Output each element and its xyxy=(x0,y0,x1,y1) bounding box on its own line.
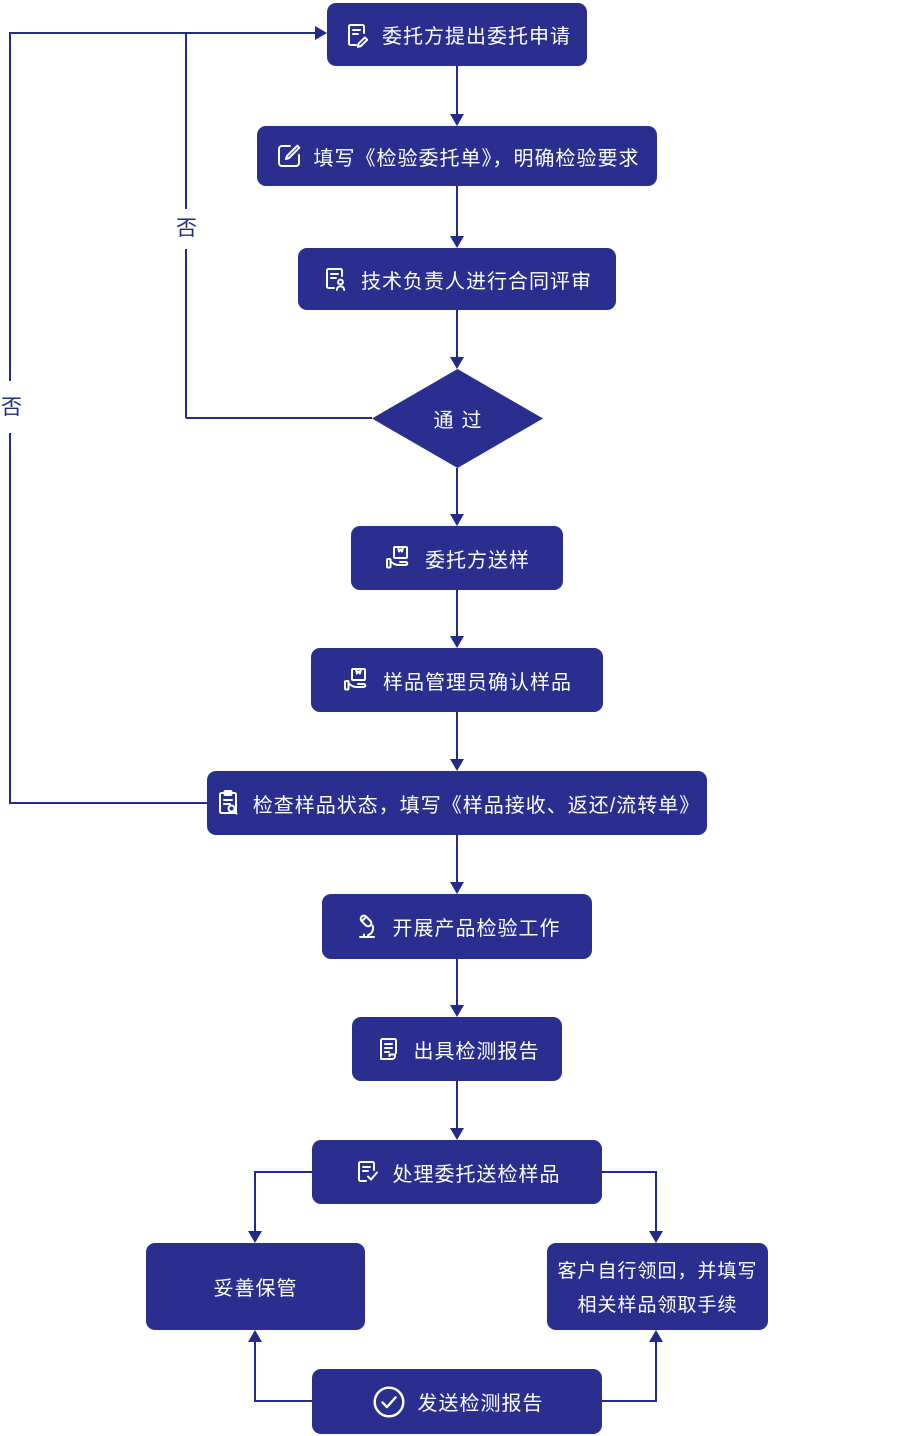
node-issue-report: 出具检测报告 xyxy=(352,1017,562,1081)
node-send-sample: 委托方送样 xyxy=(351,526,563,590)
node-label: 发送检测报告 xyxy=(417,1393,544,1415)
arrowhead-down-icon xyxy=(450,1128,464,1140)
connector-line xyxy=(456,1081,458,1129)
doc-person-icon xyxy=(322,265,350,293)
node-send-report: 发送检测报告 xyxy=(312,1369,602,1434)
connector-line xyxy=(456,835,458,883)
edit-square-icon xyxy=(275,142,303,170)
node-label: 处理委托送检样品 xyxy=(392,1163,561,1186)
node-label: 样品管理员确认样品 xyxy=(383,671,572,694)
node-label: 技术负责人进行合同评审 xyxy=(361,270,592,293)
hand-box-icon xyxy=(342,665,372,695)
connector-line xyxy=(255,1171,312,1173)
arrowhead-down-icon xyxy=(248,1231,262,1243)
edge-label-no: 否 xyxy=(1,396,22,419)
circle-check-icon xyxy=(371,1384,407,1420)
connector-line xyxy=(456,712,458,760)
arrowhead-up-icon xyxy=(248,1330,262,1342)
arrowhead-down-icon xyxy=(450,636,464,648)
connector-line xyxy=(602,1171,657,1173)
connector-line xyxy=(254,1342,256,1402)
node-check-status: 检查样品状态，填写《样品接收、返还/流转单》 xyxy=(207,771,707,835)
arrowhead-down-icon xyxy=(450,882,464,894)
node-label: 通过 xyxy=(433,410,490,432)
doc-check-icon xyxy=(354,1158,382,1186)
node-label: 妥善保管 xyxy=(213,1278,298,1300)
connector-line xyxy=(456,66,458,115)
arrowhead-down-icon xyxy=(450,514,464,526)
arrowhead-down-icon xyxy=(450,236,464,248)
node-customer-pickup: 客户自行领回，并填写 相关样品领取手续 xyxy=(547,1243,768,1330)
node-label: 开展产品检验工作 xyxy=(392,918,561,940)
arrowhead-down-icon xyxy=(450,759,464,771)
connector-line xyxy=(456,186,458,237)
node-label: 客户自行领回，并填写 xyxy=(557,1261,758,1282)
arrowhead-down-icon xyxy=(649,1231,663,1243)
connector-line xyxy=(185,33,187,209)
node-review: 技术负责人进行合同评审 xyxy=(298,248,616,310)
hand-box-icon xyxy=(384,543,414,573)
node-label: 出具检测报告 xyxy=(413,1040,540,1063)
node-label: 委托方提出委托申请 xyxy=(382,26,571,48)
node-label: 填写《检验委托单》，明确检验要求 xyxy=(313,147,640,170)
connector-line xyxy=(9,33,11,381)
connector-line xyxy=(602,1400,657,1402)
node-decision: 通过 xyxy=(372,369,543,468)
arrowhead-up-icon xyxy=(649,1330,663,1342)
node-apply: 委托方提出委托申请 xyxy=(327,3,587,66)
node-fill-form: 填写《检验委托单》，明确检验要求 xyxy=(257,126,657,186)
arrowhead-right-icon xyxy=(315,26,327,40)
node-inspect: 开展产品检验工作 xyxy=(322,894,592,959)
connector-line xyxy=(456,590,458,637)
connector-line xyxy=(186,417,372,419)
node-label: 委托方送样 xyxy=(425,549,530,572)
node-handle-samples: 处理委托送检样品 xyxy=(312,1140,602,1204)
connector-line xyxy=(185,249,187,418)
doc-pen-icon xyxy=(343,21,371,49)
connector-line xyxy=(9,433,11,804)
node-label: 相关样品领取手续 xyxy=(577,1295,738,1316)
connector-line xyxy=(456,468,458,515)
connector-line xyxy=(255,1400,312,1402)
connector-line xyxy=(254,1171,256,1231)
microscope-icon xyxy=(354,913,382,941)
arrowhead-down-icon xyxy=(450,114,464,126)
clipboard-search-icon xyxy=(214,789,242,817)
connector-line xyxy=(456,310,458,358)
node-label: 检查样品状态，填写《样品接收、返还/流转单》 xyxy=(252,794,701,817)
connector-line xyxy=(655,1342,657,1402)
arrowhead-down-icon xyxy=(450,357,464,369)
edge-label-no: 否 xyxy=(176,217,197,240)
connector-line xyxy=(10,802,207,804)
node-confirm-sample: 样品管理员确认样品 xyxy=(311,648,603,712)
connector-line xyxy=(9,32,315,34)
connector-line xyxy=(655,1171,657,1231)
connector-line xyxy=(456,959,458,1006)
scroll-icon xyxy=(375,1035,403,1063)
node-safekeeping: 妥善保管 xyxy=(146,1243,365,1330)
arrowhead-down-icon xyxy=(450,1005,464,1017)
